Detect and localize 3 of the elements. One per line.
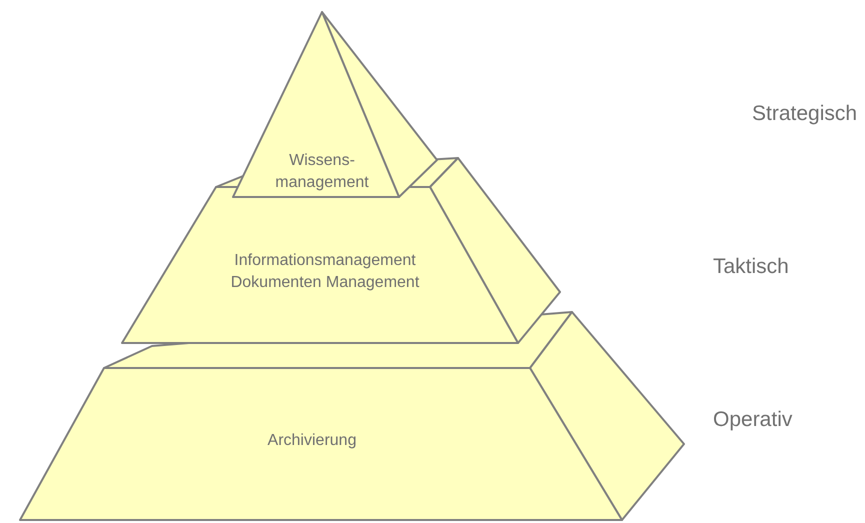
level-label: Taktisch [713,254,789,280]
level-label: Operativ [713,407,792,433]
level-label: Strategisch [752,101,858,127]
